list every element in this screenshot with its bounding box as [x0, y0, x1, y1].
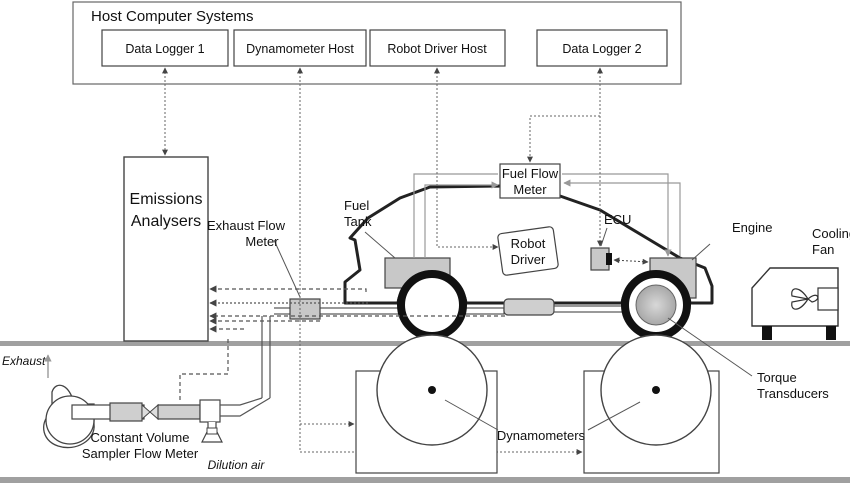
svg-text:Fuel Flow: Fuel Flow	[502, 166, 559, 181]
svg-text:Data Logger 1: Data Logger 1	[125, 42, 204, 56]
exhaust-label: Exhaust	[2, 354, 46, 368]
svg-text:Analysers: Analysers	[131, 213, 201, 230]
exhaust-flow-label-2: Meter	[245, 234, 279, 249]
svg-text:Meter: Meter	[513, 182, 547, 197]
dynamometer-host-box: Dynamometer Host	[233, 29, 367, 67]
svg-text:Data Logger 2: Data Logger 2	[562, 42, 641, 56]
robot-driver-host-box: Robot Driver Host	[369, 29, 506, 67]
cooling-fan-label-1: Cooling	[812, 226, 850, 241]
sample-lines	[179, 285, 505, 400]
fuel-tank-label-2: Tank	[344, 214, 372, 229]
fuel-tank-label-1: Fuel	[344, 198, 369, 213]
cvs-label-1: Constant Volume	[90, 430, 189, 445]
front-wheel	[621, 270, 691, 340]
svg-text:Dynamometer Host: Dynamometer Host	[246, 42, 354, 56]
cooling-fan	[751, 267, 839, 340]
svg-text:Emissions: Emissions	[130, 191, 203, 208]
dynamometers-label: Dynamometers	[497, 428, 586, 443]
robot-driver: Robot Driver	[497, 226, 559, 276]
torque-label-2: Transducers	[757, 386, 829, 401]
cooling-fan-label-2: Fan	[812, 242, 834, 257]
engine-label: Engine	[732, 220, 772, 235]
svg-text:Driver: Driver	[511, 252, 546, 267]
rear-wheel	[397, 270, 467, 340]
emissions-analysers: Emissions Analysers	[123, 156, 209, 342]
dynamometer-rear	[355, 334, 498, 474]
torque-label-1: Torque	[757, 370, 797, 385]
fuel-flow-meter: Fuel Flow Meter	[499, 163, 561, 199]
lower-floor	[0, 477, 850, 483]
host-title: Host Computer Systems	[91, 8, 254, 25]
exhaust-flow-label-1: Exhaust Flow	[207, 218, 286, 233]
host-computer-systems: Host Computer Systems Data Logger 1 Dyna…	[72, 1, 682, 85]
link-ecu-engine	[613, 257, 649, 265]
svg-text:Robot: Robot	[511, 236, 546, 251]
dilution-label: Dilution air	[208, 458, 266, 472]
svg-text:Robot Driver Host: Robot Driver Host	[387, 42, 487, 56]
ecu-label: ECU	[604, 212, 631, 227]
data-logger-2-box: Data Logger 2	[536, 29, 668, 67]
dynamometer-front	[583, 334, 720, 474]
cvs-label-2: Sampler Flow Meter	[82, 446, 199, 461]
cvs-sampler	[43, 384, 271, 449]
data-logger-1-box: Data Logger 1	[101, 29, 229, 67]
